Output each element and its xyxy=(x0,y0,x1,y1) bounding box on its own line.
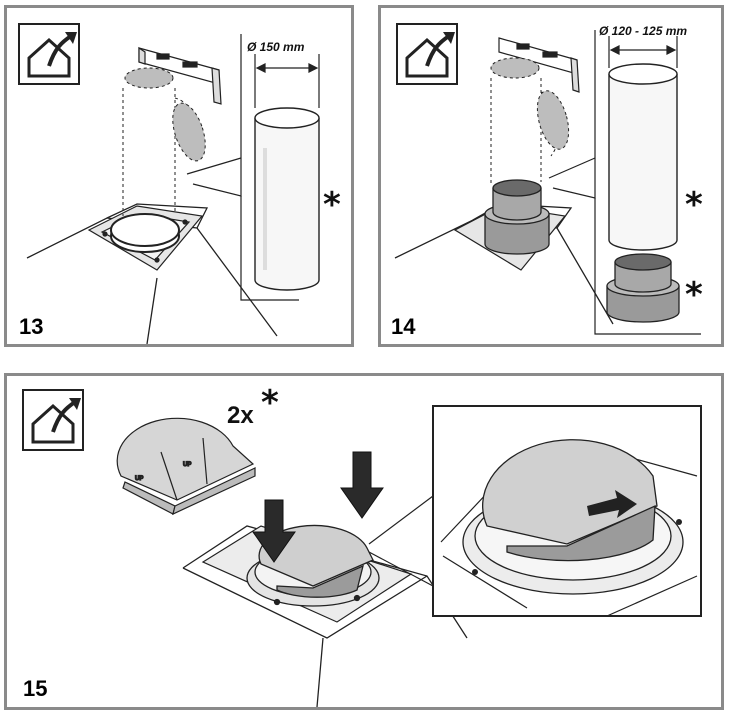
loose-backflow-flap: UP UP xyxy=(116,417,256,516)
step-14-panel: Ø 120 - 125 mm * * 14 xyxy=(378,5,724,347)
step-13-illustration xyxy=(18,23,320,344)
step-15-panel: UP UP xyxy=(4,373,724,710)
exhaust-pipe-150 xyxy=(254,107,320,291)
step-number: 13 xyxy=(19,314,44,339)
pipe-end-side xyxy=(172,102,206,162)
reducer-adapter xyxy=(606,253,680,323)
wall-bracket xyxy=(138,46,222,105)
diameter-dimension xyxy=(608,36,678,68)
wall-bracket xyxy=(498,37,580,93)
diameter-label: Ø 150 mm xyxy=(247,40,305,54)
diameter-label: Ø 120 - 125 mm xyxy=(599,24,688,38)
step-15-illustration: UP UP xyxy=(22,389,702,707)
mounting-plate xyxy=(87,205,204,271)
house-exhaust-icon xyxy=(396,23,458,85)
pipe-callout xyxy=(548,30,701,335)
installed-flap-valve xyxy=(246,524,380,607)
detail-zoom-box xyxy=(432,405,702,617)
adapter-on-hood xyxy=(484,179,550,255)
exhaust-pipe-120 xyxy=(608,63,678,251)
flap-up-label: UP xyxy=(135,476,143,482)
optional-accessory-asterisk: * xyxy=(323,185,341,225)
pipe-end-top xyxy=(124,67,174,89)
pipe-callout xyxy=(186,34,299,301)
optional-pipe-asterisk: * xyxy=(685,185,703,225)
pipe-end-top xyxy=(490,57,540,79)
house-exhaust-icon xyxy=(18,23,80,85)
pipe-end-side xyxy=(536,90,570,150)
step-number: 15 xyxy=(23,676,48,701)
step-number: 14 xyxy=(391,314,416,339)
quantity-label: 2x xyxy=(227,402,254,429)
house-exhaust-icon xyxy=(22,389,84,451)
diameter-dimension xyxy=(254,54,320,108)
step-14-illustration xyxy=(394,23,701,335)
step-13-panel: Ø 150 mm * 13 xyxy=(4,5,354,347)
optional-adapter-asterisk: * xyxy=(685,275,703,315)
push-down-arrows xyxy=(252,451,384,563)
zoom-callout-lines xyxy=(368,495,434,587)
flap-up-label-2: UP xyxy=(183,462,191,468)
optional-accessory-asterisk: * xyxy=(261,383,279,423)
